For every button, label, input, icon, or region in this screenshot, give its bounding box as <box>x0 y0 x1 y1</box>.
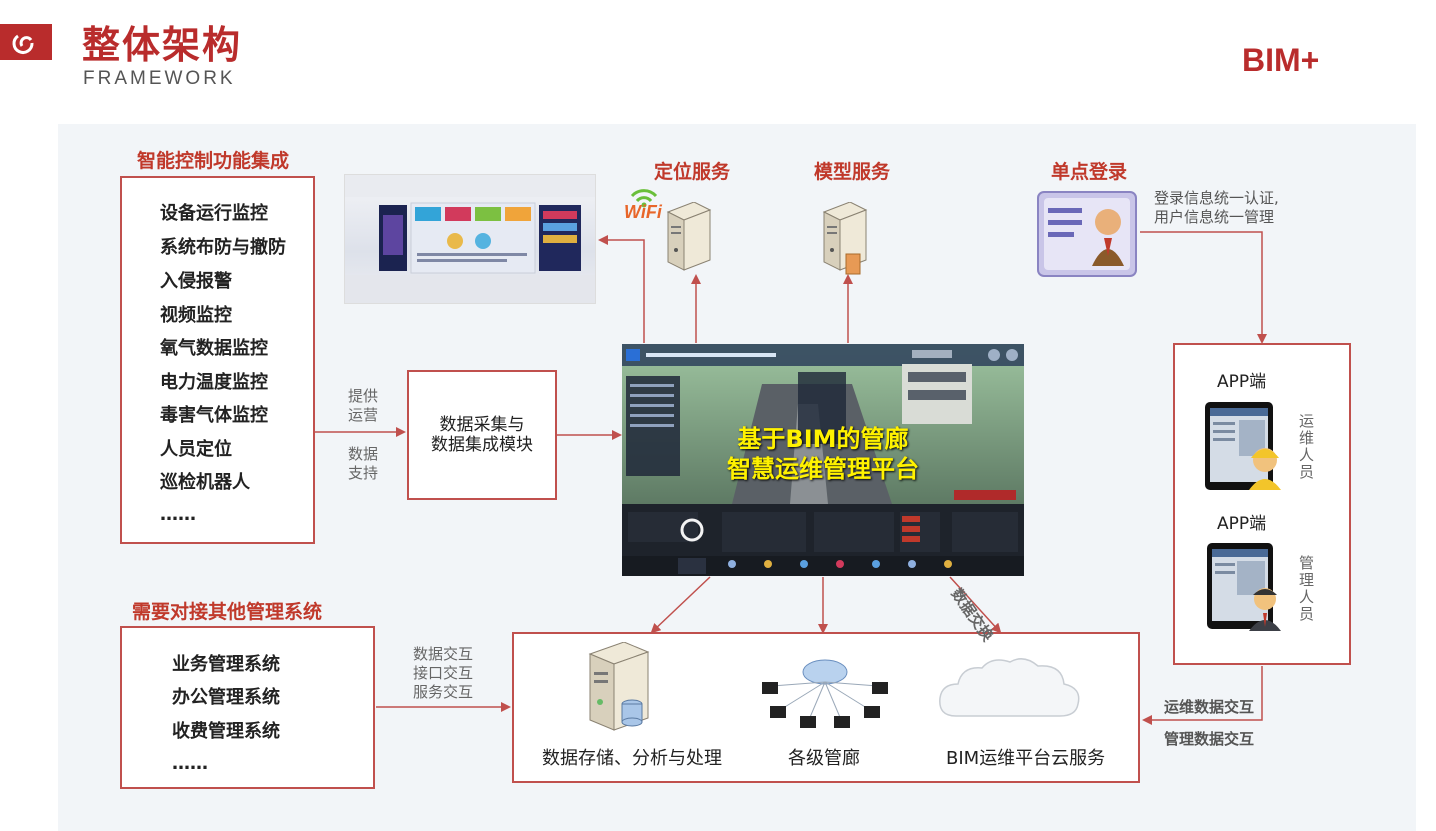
label-provide-ops: 提供 运营 <box>348 387 379 424</box>
sso-desc: 登录信息统一认证, 用户信息统一管理 <box>1154 189 1279 226</box>
list-item: 视频监控 <box>160 305 232 326</box>
mgmt-data-label: 管理数据交互 <box>1164 730 1255 748</box>
role-ops: 运 维 人 员 <box>1299 412 1315 481</box>
bottom-services-box: 数据存储、分析与处理 各级管廊 BIM运维平台云服务 <box>512 632 1140 783</box>
corridor-label: 各级管廊 <box>788 748 860 769</box>
role-mgmt: 管 理 人 员 <box>1299 554 1315 623</box>
page-subtitle: FRAMEWORK <box>83 68 236 89</box>
ops-data-label: 运维数据交互 <box>1164 698 1255 716</box>
tablet-ops-icon <box>1205 402 1285 494</box>
storage-server-icon <box>586 641 656 736</box>
page-title: 整体架构 <box>82 23 243 67</box>
platform-screenshot: 基于BIM的管廊 智慧运维管理平台 <box>622 344 1024 576</box>
video-wall-image <box>344 174 596 304</box>
network-icon <box>760 652 890 736</box>
app-box: APP端 运 维 人 员 APP端 管 理 <box>1173 343 1351 665</box>
list-item: 业务管理系统 <box>172 654 280 675</box>
id-card-icon <box>1036 188 1140 284</box>
location-service-title: 定位服务 <box>654 161 731 183</box>
data-collect-label: 数据采集与 数据集成模块 <box>431 415 533 455</box>
list-item: 办公管理系统 <box>172 687 280 708</box>
model-server-icon <box>820 201 868 282</box>
list-item: …… <box>172 753 208 774</box>
list-item: 毒害气体监控 <box>160 405 268 426</box>
list-item: 人员定位 <box>160 439 232 460</box>
list-item: 设备运行监控 <box>160 203 268 224</box>
arrow-app-to-bottom <box>1142 666 1263 725</box>
list-item: 系统布防与撤防 <box>160 237 286 258</box>
platform-label: 基于BIM的管廊 智慧运维管理平台 <box>727 425 919 483</box>
app-label-mgmt: APP端 <box>1217 514 1267 534</box>
list-item: 巡检机器人 <box>160 472 250 493</box>
list-item: 电力温度监控 <box>160 372 268 393</box>
list-item: 氧气数据监控 <box>160 338 268 359</box>
smart-control-title: 智能控制功能集成 <box>137 150 290 172</box>
list-item: 入侵报警 <box>160 271 232 292</box>
tablet-mgmt-icon <box>1207 543 1287 635</box>
list-item: 收费管理系统 <box>172 721 280 742</box>
other-systems-title: 需要对接其他管理系统 <box>132 601 323 623</box>
data-collect-module: 数据采集与 数据集成模块 <box>407 370 557 500</box>
cloud-label: BIM运维平台云服务 <box>946 748 1106 769</box>
arrow-platform-to-cloud <box>949 576 1002 634</box>
arrow-platform-to-wall <box>598 235 645 343</box>
smart-control-list: 设备运行监控 系统布防与撤防 入侵报警 视频监控 氧气数据监控 电力温度监控 毒… <box>120 176 315 544</box>
arrow-sso-to-app <box>1140 231 1267 344</box>
brand-logo: BIM+ <box>1242 42 1320 78</box>
wifi-icon <box>622 182 668 222</box>
arrow-platform-to-storage <box>650 576 711 634</box>
app-label-ops: APP端 <box>1217 372 1267 392</box>
location-server-icon <box>664 201 712 276</box>
storage-label: 数据存储、分析与处理 <box>542 748 722 769</box>
other-systems-list: 业务管理系统 办公管理系统 收费管理系统 …… <box>120 626 375 789</box>
wifi-label: WiFi <box>624 202 662 222</box>
model-service-title: 模型服务 <box>814 161 891 183</box>
list-item: …… <box>160 504 196 525</box>
logo-icon <box>0 24 52 60</box>
label-data-support: 数据 支持 <box>348 445 379 482</box>
cloud-icon <box>936 656 1096 730</box>
sso-title: 单点登录 <box>1051 161 1128 183</box>
label-exchange: 数据交互 接口交互 服务交互 <box>413 645 474 701</box>
